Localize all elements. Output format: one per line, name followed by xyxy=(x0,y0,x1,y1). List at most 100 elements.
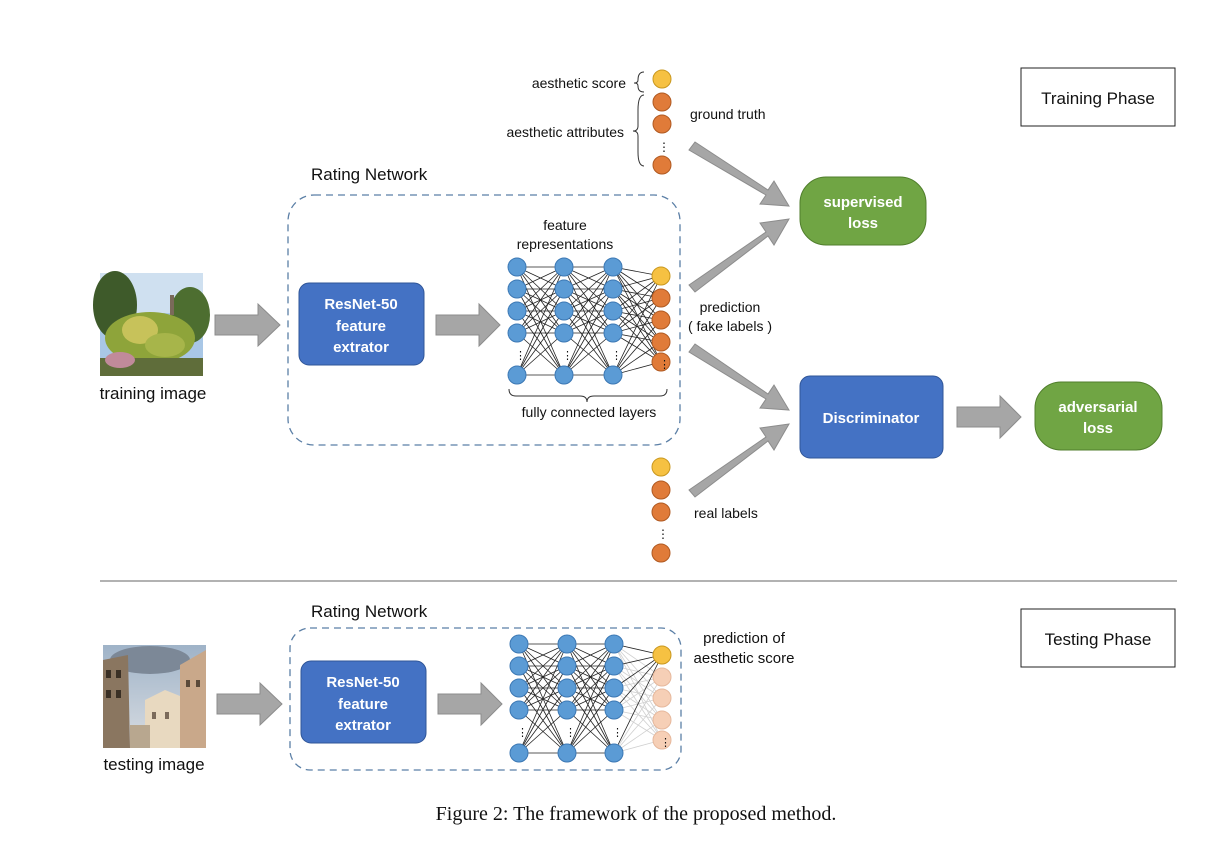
output-node xyxy=(651,332,671,352)
output-node xyxy=(652,667,672,687)
fc-connection xyxy=(613,676,663,754)
ellipsis-glyph: ⋮ xyxy=(515,350,526,362)
supervised-loss-line1: supervised xyxy=(823,194,902,211)
fc-connection xyxy=(518,709,568,754)
arrow-image-to-resnet xyxy=(214,302,281,348)
hidden-node xyxy=(507,257,527,277)
fc-connection xyxy=(613,687,663,741)
testing-phase-box xyxy=(1020,608,1176,668)
ellipsis-glyph: ⋮ xyxy=(658,140,670,154)
output-node xyxy=(652,688,672,708)
fc-connection xyxy=(566,665,615,754)
hidden-node xyxy=(509,743,529,763)
output-node xyxy=(651,266,671,286)
feature-label-line1: feature xyxy=(543,217,587,233)
fc-connection xyxy=(516,266,565,312)
fc-connection xyxy=(518,665,568,754)
ellipsis-glyph: ⋮ xyxy=(659,359,670,371)
output-node xyxy=(652,730,672,750)
gt-score-node xyxy=(652,69,672,89)
fc-connection xyxy=(613,697,663,754)
training-phase-box xyxy=(1020,67,1176,127)
fc-connection xyxy=(613,654,663,689)
gt-attribute-node xyxy=(652,92,672,112)
adversarial-loss xyxy=(1034,381,1163,451)
aesthetic-score-label: aesthetic score xyxy=(532,75,626,91)
resnet-label-line2: feature xyxy=(336,318,386,335)
resnet-label-line3: extrator xyxy=(333,339,389,356)
fc-connection xyxy=(516,310,565,376)
ellipsis-glyph: ⋮ xyxy=(611,350,622,362)
resnet-test-label-line2: feature xyxy=(338,696,388,713)
hidden-node xyxy=(604,743,624,763)
feature-label-line2: representations xyxy=(517,236,614,252)
resnet-test-label-line3: extrator xyxy=(335,717,391,734)
fc-connection xyxy=(563,288,614,376)
fc-connection xyxy=(516,288,565,334)
score-brace xyxy=(633,71,645,93)
aesthetic-attributes-label: aesthetic attributes xyxy=(506,124,624,140)
fc-connection xyxy=(612,319,662,376)
fc-connection xyxy=(518,665,568,711)
fc-connection xyxy=(518,643,568,711)
testing-phase-label: Testing Phase xyxy=(1045,630,1152,649)
fc-connection xyxy=(566,687,615,754)
fc-connection xyxy=(563,266,614,334)
arrow-prediction-to-supervised xyxy=(688,218,790,293)
supervised-loss-line2: loss xyxy=(848,215,878,232)
fc-connection xyxy=(612,297,662,376)
output-node xyxy=(652,645,672,665)
attributes-brace xyxy=(632,94,645,167)
hidden-node xyxy=(507,301,527,321)
hidden-node xyxy=(554,301,574,321)
prediction-label-line1: prediction xyxy=(700,299,761,315)
ellipsis-glyph: ⋮ xyxy=(612,727,623,739)
hidden-node xyxy=(603,257,623,277)
fc-connection xyxy=(518,687,568,754)
resnet-feature-extractor-testing xyxy=(300,660,427,744)
real-attribute-node xyxy=(651,480,671,500)
arrow-discriminator-to-adversarial xyxy=(956,394,1022,440)
fc-connection xyxy=(566,643,615,711)
discriminator-label: Discriminator xyxy=(823,410,920,427)
fc-connection xyxy=(566,709,615,754)
hidden-node xyxy=(557,656,577,676)
output-node xyxy=(652,710,672,730)
ground-truth-label: ground truth xyxy=(690,106,766,122)
hidden-node xyxy=(604,634,624,654)
resnet-label-line1: ResNet-50 xyxy=(324,296,397,313)
adversarial-loss-line2: loss xyxy=(1083,420,1113,437)
arrow-test-image-to-resnet xyxy=(216,681,283,727)
hidden-node xyxy=(509,634,529,654)
testing-image-label: testing image xyxy=(103,755,204,774)
hidden-node xyxy=(603,365,623,385)
hidden-node xyxy=(509,678,529,698)
hidden-node xyxy=(604,678,624,698)
resnet-test-label-line1: ResNet-50 xyxy=(326,674,399,691)
fc-connection xyxy=(518,643,568,689)
fc-connection xyxy=(566,643,615,689)
testing-image xyxy=(103,645,206,748)
test-prediction-line2: aesthetic score xyxy=(694,650,795,667)
ellipsis-glyph: ⋮ xyxy=(565,727,576,739)
fc-connection xyxy=(516,332,565,376)
real-labels-label: real labels xyxy=(694,505,758,521)
training-image-label: training image xyxy=(100,384,207,403)
hidden-node xyxy=(507,279,527,299)
fc-layers-label: fully connected layers xyxy=(522,404,657,420)
fc-connection xyxy=(563,288,614,334)
testing-phase: Testing Phase Rating Network testing ima… xyxy=(103,602,1176,774)
fc-brace xyxy=(508,388,668,403)
arrow-resnet-to-fc xyxy=(435,302,501,348)
gt-attribute-node xyxy=(652,155,672,175)
hidden-node xyxy=(507,365,527,385)
test-prediction-line1: prediction of xyxy=(703,630,786,647)
real-score-node xyxy=(651,457,671,477)
ellipsis-glyph: ⋮ xyxy=(660,737,671,749)
real-attribute-node xyxy=(651,543,671,563)
hidden-node xyxy=(557,678,577,698)
rating-network-container xyxy=(287,194,681,446)
fc-connection xyxy=(516,288,565,376)
training-phase: Training Phase aesthetic score aesthetic… xyxy=(93,67,1176,563)
